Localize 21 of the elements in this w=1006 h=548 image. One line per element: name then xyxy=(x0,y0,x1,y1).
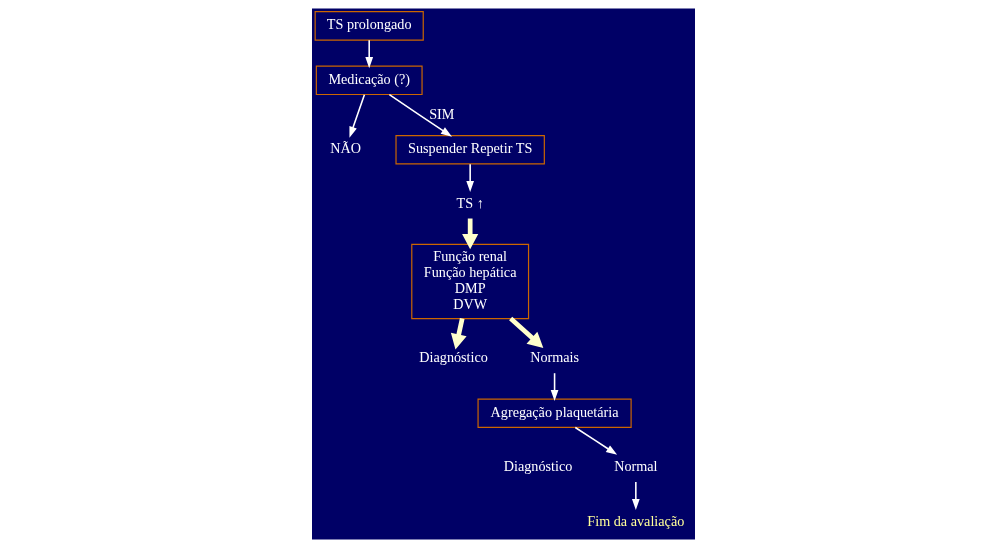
arrow xyxy=(465,163,474,193)
node-label: Diagnóstico xyxy=(503,458,572,475)
node-text: NÃO xyxy=(329,140,361,157)
node-text: Normal xyxy=(613,458,658,475)
node-text: Normais xyxy=(529,349,579,366)
node-box: Suspender Repetir TS xyxy=(394,134,545,165)
node-box: Medicação (?) xyxy=(315,65,423,96)
node-box: TS prolongado xyxy=(314,11,424,41)
arrow xyxy=(364,39,373,69)
node-text: Diagnóstico xyxy=(418,349,488,366)
edge-label: SIM xyxy=(428,105,454,122)
arrow xyxy=(631,481,640,510)
arrow xyxy=(574,426,617,455)
arrow xyxy=(450,318,467,350)
arrow xyxy=(388,93,452,137)
node-text: TS ↑ xyxy=(456,194,484,211)
arrow xyxy=(348,94,365,138)
arrow xyxy=(508,316,543,348)
node-text: Fim da avaliação xyxy=(586,512,684,529)
node-box: Função renal Função hepática DMP DVW xyxy=(410,243,529,320)
node-box: Agregação plaquetária xyxy=(476,398,632,429)
